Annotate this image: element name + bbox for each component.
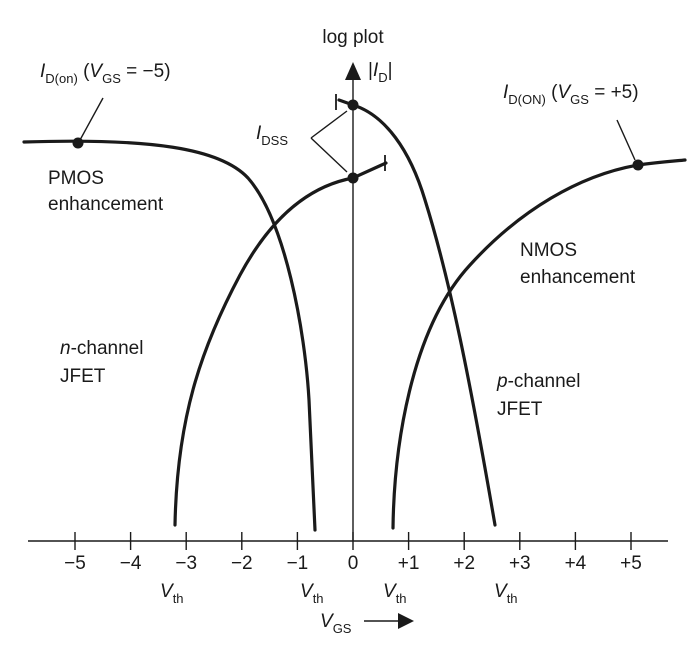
y-axis-arrowhead [345,62,361,80]
nmos-id-on-point [632,159,644,171]
x-tick-label: −5 [64,553,86,574]
pmos-label-line2: enhancement [48,194,164,215]
n-channel-jfet-curve [173,161,388,527]
y-axis-caption: log plot [322,27,384,48]
pmos-id-on-point [72,137,84,149]
x-tick-label: −1 [287,553,309,574]
x-tick-label: +3 [509,553,531,574]
x-tick-label: −4 [120,553,142,574]
p-channel-jfet-curve [337,98,497,527]
pmos-enhancement-curve [22,139,317,532]
idss-leader-top [310,110,348,139]
x-axis-label-arrowhead [398,613,414,629]
x-axis-label: VGS [320,611,352,636]
nmos-label-line2: enhancement [520,267,636,288]
nmos-enhancement-curve [391,158,687,530]
id-on-left-leader [79,97,104,141]
idss-leader-bottom [310,137,348,173]
p-channel-idss-point [347,99,359,111]
nmos-label-line1: NMOS [520,240,577,261]
y-axis-label: |ID| [368,60,393,85]
id-on-left-label: ID(on) (VGS = −5) [40,61,171,86]
p-channel-jfet-label-line2: JFET [497,399,543,420]
x-tick-label: 0 [348,553,359,574]
x-tick-label: +2 [453,553,475,574]
n-channel-jfet-label-line2: JFET [60,366,106,387]
x-axis-ticks: −5 −4 −3 −2 −1 0 +1 +2 +3 +4 +5 [64,532,642,574]
n-channel-jfet-label-line1: n-channel [60,338,143,359]
id-on-right-label: ID(ON) (VGS = +5) [503,82,639,107]
x-tick-label: −3 [175,553,197,574]
pmos-label-line1: PMOS [48,168,104,189]
n-channel-idss-point [347,172,359,184]
idss-label: IDSS [256,123,288,148]
x-tick-label: +5 [620,553,642,574]
vth-label-p-channel-jfet: Vth [494,581,518,606]
vth-label-nmos: Vth [383,581,407,606]
x-tick-label: +4 [565,553,587,574]
x-tick-label: +1 [398,553,420,574]
x-tick-label: −2 [231,553,253,574]
id-on-right-leader [616,119,636,161]
vth-label-pmos: Vth [160,581,184,606]
vth-label-n-channel-jfet: Vth [300,581,324,606]
p-channel-jfet-label-line1: p-channel [496,371,580,392]
